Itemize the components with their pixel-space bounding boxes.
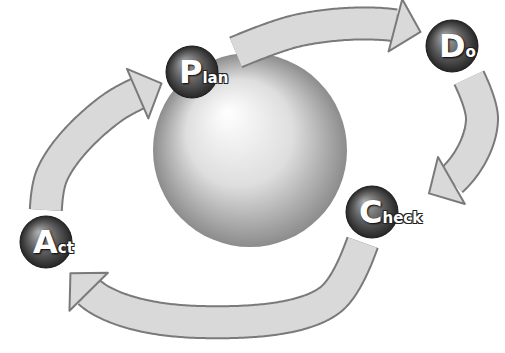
step-label: Act	[19, 223, 77, 261]
arrow-head	[429, 157, 465, 204]
step-label: Check	[345, 193, 425, 231]
arrow-band	[89, 243, 363, 323]
arrow-band	[236, 23, 396, 52]
cycle-arrow	[236, 0, 421, 52]
center-sphere	[153, 53, 347, 247]
arrow-head	[127, 69, 162, 119]
arrow-band-edge	[89, 243, 363, 323]
cycle-step: Plan	[165, 45, 231, 99]
cycle-step: Check	[345, 185, 425, 239]
cycle-arrow	[69, 243, 362, 323]
cycle-step: Act	[19, 215, 77, 269]
arrow-band	[46, 94, 138, 210]
step-label: Do	[425, 27, 479, 65]
cycle-arrow	[46, 69, 162, 210]
arrow-band	[451, 78, 482, 181]
arrow-band-edge	[46, 94, 138, 210]
step-label: Plan	[165, 53, 231, 91]
cycle-step: Do	[425, 19, 479, 73]
arrow-head	[389, 0, 421, 51]
arrow-head	[69, 273, 107, 311]
arrow-band-edge	[236, 23, 396, 52]
arrow-band-edge	[451, 78, 482, 181]
cycle-arrow	[429, 78, 482, 204]
